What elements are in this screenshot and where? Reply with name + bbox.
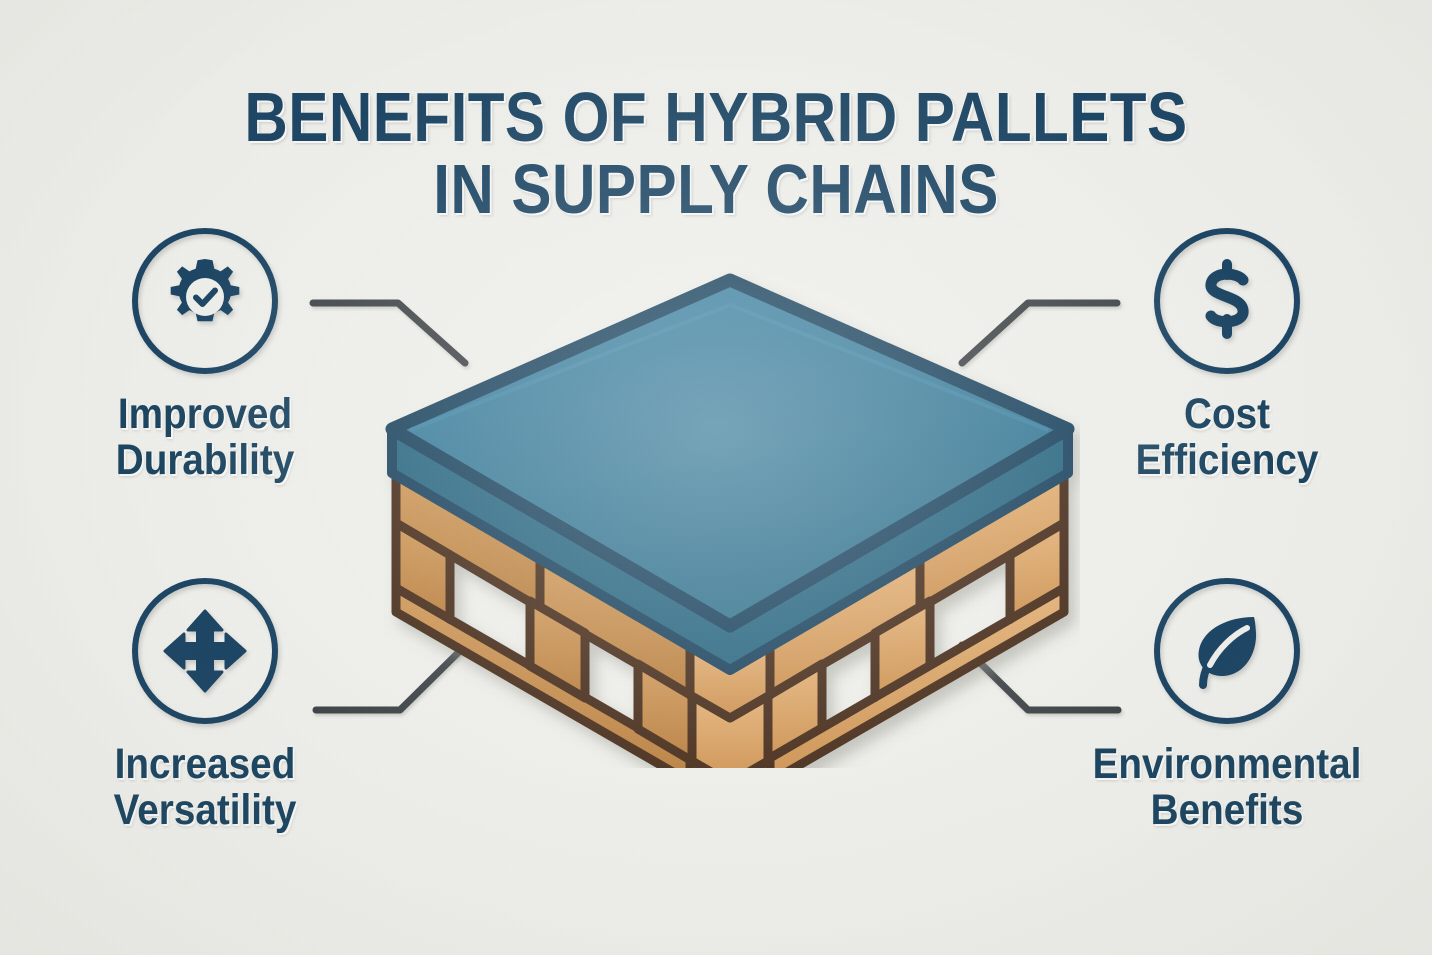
benefit-label-line-1: Improved bbox=[117, 390, 293, 438]
benefit-label-line-2: Durability bbox=[115, 435, 295, 484]
page-title-line-2: IN SUPPLY CHAINS bbox=[433, 149, 999, 228]
pallet-right-bottom-runner bbox=[765, 583, 1069, 768]
benefit-label-line-2: Versatility bbox=[113, 785, 297, 834]
benefit-label-line-1: Increased bbox=[114, 740, 296, 788]
benefit-node-increased-versatility[interactable]: Increased Versatility bbox=[40, 578, 370, 833]
page-title-line-1: BENEFITS OF HYBRID PALLETS bbox=[244, 77, 1188, 156]
benefit-label-line-1: Environmental bbox=[1092, 740, 1362, 788]
benefit-node-improved-durability[interactable]: Improved Durability bbox=[40, 228, 370, 483]
benefit-label: Increased Versatility bbox=[57, 740, 354, 834]
deck-top-highlight bbox=[409, 302, 1049, 432]
dollar-sign-icon bbox=[1205, 259, 1249, 339]
benefit-label-line-2: Efficiency bbox=[1135, 435, 1319, 484]
move-arrows-icon bbox=[163, 609, 247, 693]
gear-check-icon bbox=[170, 259, 240, 322]
benefit-node-environmental-benefits[interactable]: Environmental Benefits bbox=[1062, 578, 1392, 833]
benefit-label: Cost Efficiency bbox=[1079, 390, 1376, 484]
benefit-label-line-1: Cost bbox=[1183, 390, 1271, 438]
benefit-label: Improved Durability bbox=[57, 390, 354, 484]
benefit-icon-badge bbox=[1154, 578, 1300, 724]
benefit-node-cost-efficiency[interactable]: Cost Efficiency bbox=[1062, 228, 1392, 483]
page-title: BENEFITS OF HYBRID PALLETS IN SUPPLY CHA… bbox=[100, 81, 1332, 225]
benefit-icon-badge bbox=[132, 578, 278, 724]
leaf-icon bbox=[1198, 617, 1257, 689]
benefit-label: Environmental Benefits bbox=[1079, 740, 1376, 834]
deck-top-surface bbox=[385, 273, 1075, 633]
hybrid-pallet-isometric bbox=[385, 273, 1075, 768]
benefit-icon-badge bbox=[1154, 228, 1300, 374]
benefit-icon-badge bbox=[132, 228, 278, 374]
benefit-label-line-2: Benefits bbox=[1150, 785, 1304, 834]
